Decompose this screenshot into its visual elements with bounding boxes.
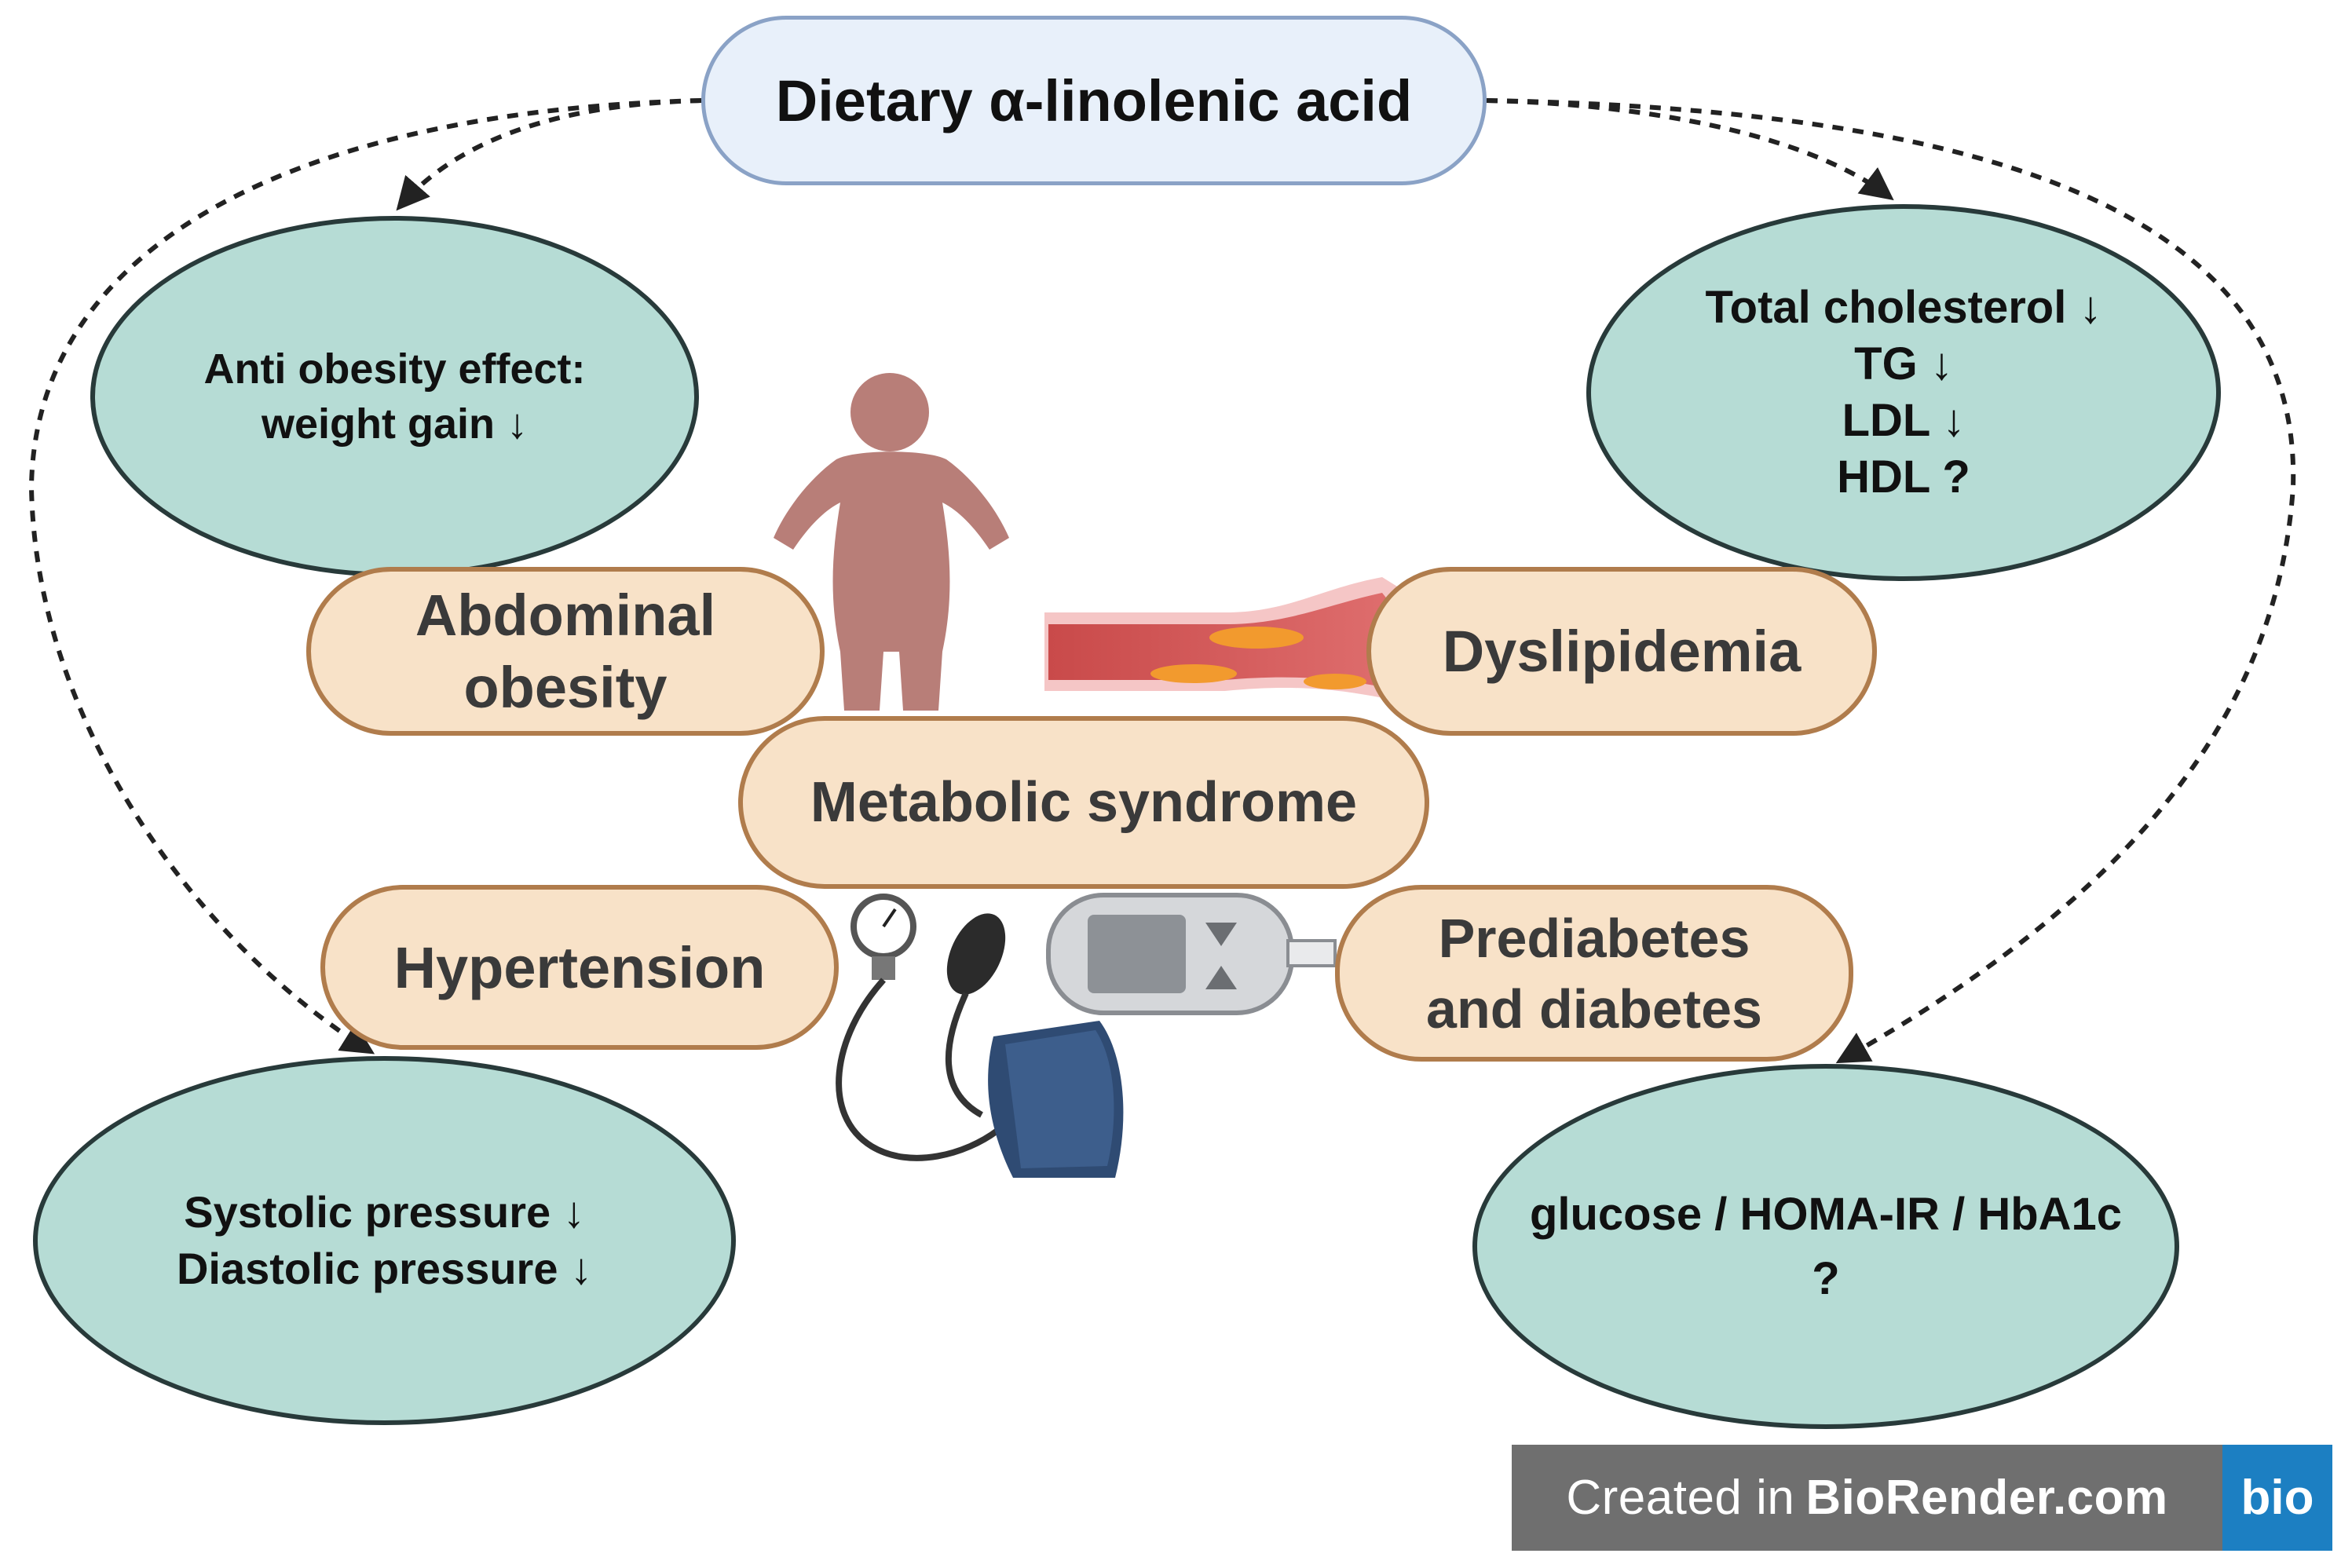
biorender-logo-icon: bio — [2222, 1445, 2332, 1551]
diabetes-node: Prediabetes and diabetes — [1335, 885, 1853, 1062]
artery-plaque-icon — [1044, 577, 1437, 703]
glycemic-effect-line: glucose / HOMA-IR / HbA1c — [1529, 1188, 2123, 1240]
human-silhouette-icon — [774, 373, 1009, 711]
obesity-effect-node: Anti obesity effect: weight gain ↓ — [90, 216, 699, 577]
connector-arrows — [28, 98, 2296, 1064]
diabetes-line: and diabetes — [1426, 978, 1762, 1040]
bp-effect-line: Diastolic pressure ↓ — [176, 1244, 593, 1293]
abdominal-obesity-line: Abdominal — [415, 582, 716, 648]
abdominal-obesity-node: Abdominal obesity — [306, 567, 825, 736]
biorender-credit[interactable]: Created in BioRender.com bio — [1512, 1445, 2332, 1551]
obesity-effect-line: weight gain ↓ — [261, 400, 528, 448]
credit-brand: BioRender.com — [1805, 1471, 2168, 1525]
arrow-to-obesity-effect — [396, 98, 702, 211]
title-label: Dietary α-linolenic acid — [775, 68, 1413, 133]
arrow-to-lipid-effect — [1486, 98, 1894, 201]
lipid-effect-line: Total cholesterol ↓ — [1705, 282, 2102, 333]
hypertension-label: Hypertension — [393, 934, 766, 1000]
lipid-effect-line: TG ↓ — [1854, 338, 1953, 389]
obesity-effect-line: Anti obesity effect: — [203, 345, 586, 393]
title-node: Dietary α-linolenic acid — [701, 16, 1487, 185]
dyslipidemia-label: Dyslipidemia — [1442, 619, 1801, 684]
blood-pressure-monitor-icon — [836, 894, 1124, 1178]
metabolic-syndrome-label: Metabolic syndrome — [810, 771, 1358, 834]
credit-text: Created in BioRender.com — [1512, 1445, 2222, 1551]
lipid-effect-line: HDL ? — [1837, 451, 1970, 503]
arrow-to-bp-effect — [28, 98, 702, 1054]
bp-effect-line: Systolic pressure ↓ — [184, 1187, 585, 1237]
lipid-effect-line: LDL ↓ — [1842, 395, 1966, 446]
logo-text: bio — [2240, 1471, 2314, 1525]
bp-effect-node: Systolic pressure ↓ Diastolic pressure ↓ — [33, 1056, 736, 1425]
credit-prefix: Created in — [1566, 1471, 1795, 1525]
glycemic-effect-node: glucose / HOMA-IR / HbA1c ? — [1472, 1064, 2179, 1429]
diabetes-line: Prediabetes — [1438, 907, 1750, 969]
glycemic-effect-line: ? — [1812, 1252, 1840, 1304]
lipid-effect-node: Total cholesterol ↓ TG ↓ LDL ↓ HDL ? — [1586, 204, 2221, 581]
hypertension-node: Hypertension — [320, 885, 839, 1050]
dyslipidemia-node: Dyslipidemia — [1366, 567, 1877, 736]
metabolic-syndrome-node: Metabolic syndrome — [738, 716, 1429, 889]
glucometer-icon — [1046, 893, 1337, 1015]
abdominal-obesity-line: obesity — [463, 654, 668, 720]
